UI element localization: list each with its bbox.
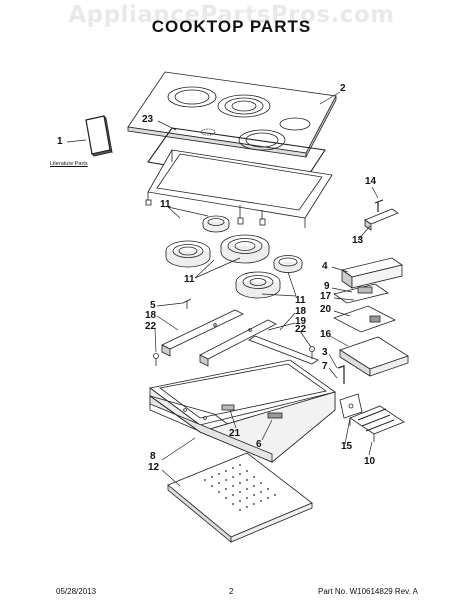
footer-part-number: Part No. W10614829 Rev. A — [318, 587, 418, 596]
footer-date: 05/28/2013 — [56, 587, 97, 596]
callout-22-right: 22 — [295, 324, 307, 335]
callout-2: 2 — [340, 83, 346, 94]
callout-5: 5 — [150, 300, 156, 311]
callout-11-left: 11 — [184, 274, 195, 285]
literature-parts-label: Literature Parts — [50, 161, 88, 167]
watermark: AppliancePartsPros.com — [68, 2, 395, 28]
leader-lines — [66, 91, 379, 487]
callout-15: 15 — [341, 441, 353, 452]
callout-1: 1 — [57, 136, 63, 147]
electronics-cover — [339, 336, 409, 377]
callout-4: 4 — [322, 261, 328, 272]
callout-19: 19 — [295, 316, 307, 327]
burner-box — [149, 359, 336, 463]
trim-frame — [145, 149, 333, 228]
callout-13: 13 — [352, 235, 364, 246]
callout-18-left: 18 — [145, 310, 157, 321]
terminal-bracket — [339, 393, 363, 419]
callout-22-left: 22 — [145, 321, 157, 332]
control-bracket — [341, 257, 403, 289]
bottom-panel — [167, 452, 313, 543]
callout-20: 20 — [320, 304, 332, 315]
page-title: COOKTOP PARTS — [151, 17, 312, 36]
callout-11-top: 11 — [160, 199, 171, 210]
element-support-brackets — [161, 309, 319, 367]
callout-21: 21 — [229, 428, 241, 439]
surface-element-rear-left — [202, 215, 230, 233]
callout-10: 10 — [364, 456, 376, 467]
terminal-block — [349, 405, 405, 442]
literature-booklet — [85, 114, 113, 157]
fasteners — [153, 199, 384, 384]
callout-23: 23 — [142, 114, 154, 125]
footer-page-number: 2 — [229, 587, 234, 596]
surface-element-right-rear — [273, 255, 303, 273]
callout-18-right: 18 — [295, 306, 307, 317]
surface-element-center — [220, 234, 270, 264]
callout-16: 16 — [320, 329, 332, 340]
callout-11-right: 11 — [295, 295, 306, 306]
cooktop-glass-top — [127, 71, 337, 158]
callout-6: 6 — [256, 439, 262, 450]
callout-3: 3 — [322, 347, 328, 358]
callout-17: 17 — [320, 291, 332, 302]
surface-element-right-front — [235, 271, 281, 299]
callout-8: 8 — [150, 451, 156, 462]
mounting-bracket-small — [364, 208, 399, 231]
surface-element-front-left — [165, 240, 211, 268]
callout-14: 14 — [365, 176, 377, 187]
callout-7: 7 — [322, 361, 328, 372]
control-board — [332, 283, 397, 333]
callout-9: 9 — [324, 281, 330, 292]
callout-12: 12 — [148, 462, 160, 473]
